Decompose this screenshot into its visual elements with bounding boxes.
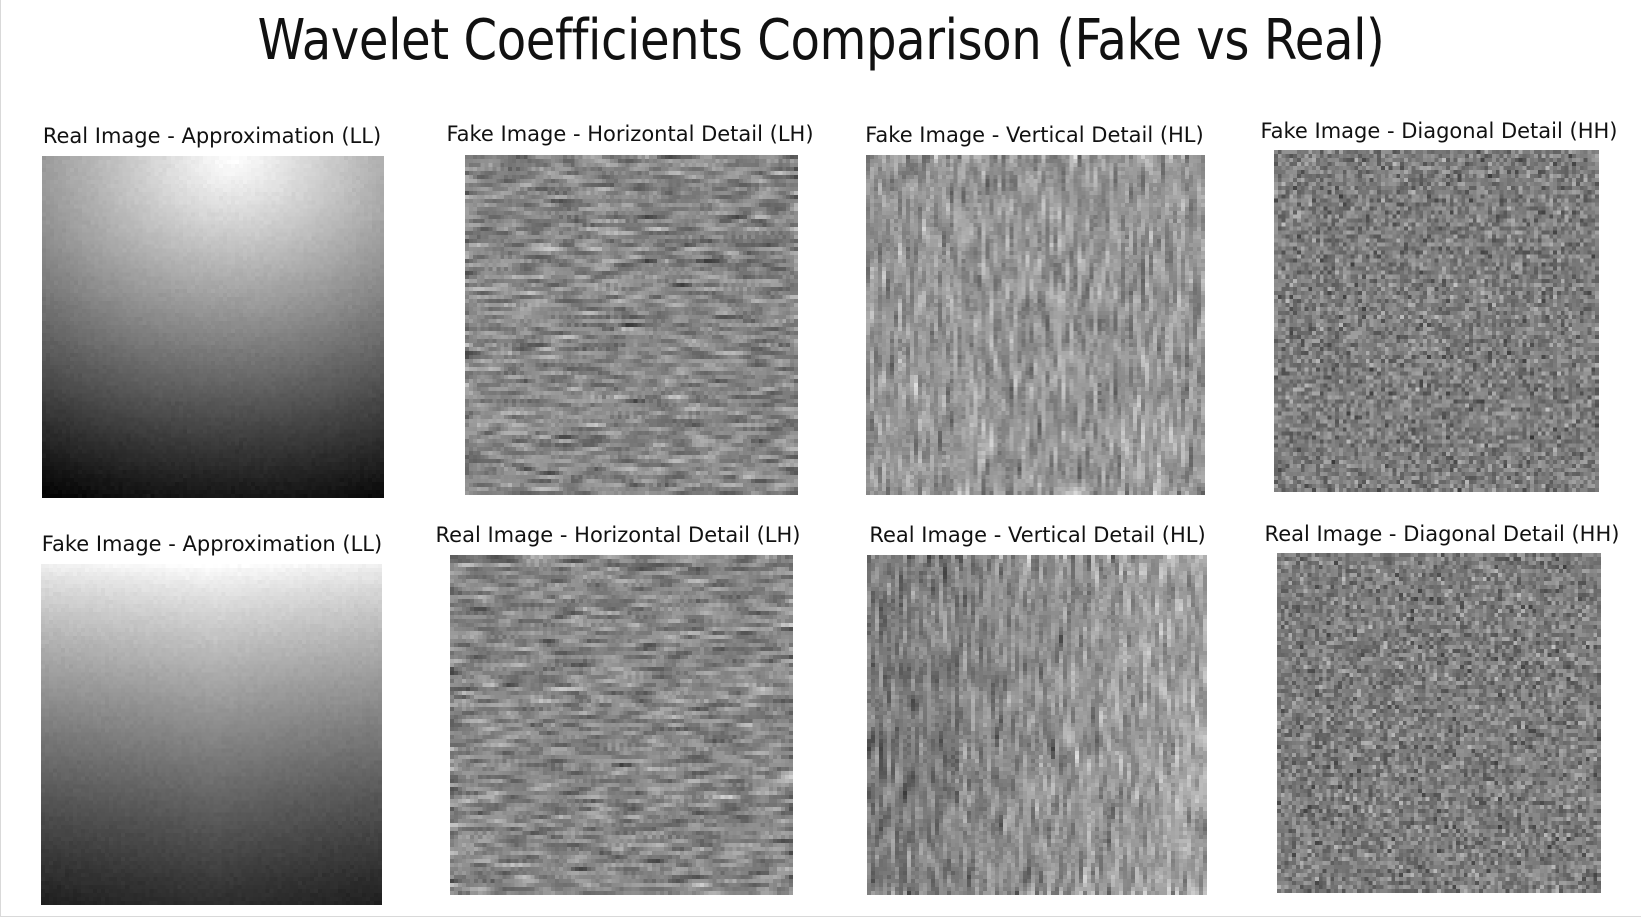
- panel-title-fake-lh: Fake Image - Horizontal Detail (LH): [446, 122, 814, 146]
- panel-title-fake-hl: Fake Image - Vertical Detail (HL): [865, 123, 1204, 147]
- panel-image-fake-hh: [1274, 150, 1599, 492]
- panel-image-fake-lh: [465, 155, 798, 495]
- panel-image-real-hh: [1277, 553, 1601, 893]
- panel-title-real-lh: Real Image - Horizontal Detail (LH): [435, 523, 801, 547]
- panel-image-real-ll: [42, 156, 384, 498]
- figure-title: Wavelet Coefficients Comparison (Fake vs…: [257, 8, 1385, 73]
- panel-title-real-hl: Real Image - Vertical Detail (HL): [869, 523, 1206, 547]
- panel-title-real-hh: Real Image - Diagonal Detail (HH): [1264, 522, 1620, 546]
- panel-title-real-ll: Real Image - Approximation (LL): [42, 124, 382, 148]
- panel-image-fake-hl: [866, 155, 1205, 495]
- panel-title-fake-hh: Fake Image - Diagonal Detail (HH): [1260, 119, 1618, 143]
- panel-title-fake-ll: Fake Image - Approximation (LL): [41, 532, 383, 556]
- panel-image-real-hl: [867, 555, 1207, 895]
- panel-image-real-lh: [450, 555, 793, 895]
- panel-image-fake-ll: [41, 564, 382, 905]
